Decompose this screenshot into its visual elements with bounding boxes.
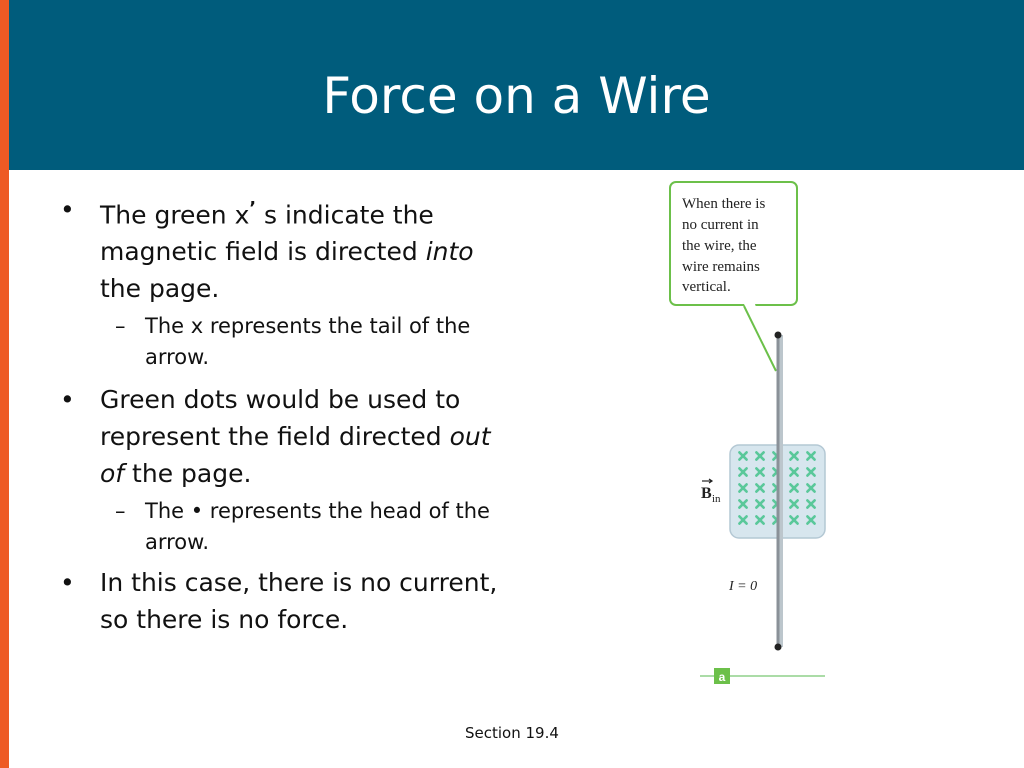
bullet-2-emphasis: out of — [100, 422, 491, 489]
callout-line: wire remains — [682, 259, 760, 275]
bullet-marker: • — [60, 568, 75, 598]
wire-diagram: When there is no current in the wire, th… — [669, 181, 826, 684]
field-x-mark — [789, 483, 799, 493]
field-x-mark — [789, 467, 799, 477]
callout-line: vertical. — [682, 279, 731, 295]
callout-line: When there is — [682, 196, 765, 212]
field-x-mark — [789, 515, 799, 525]
callout-text: When there is no current in the wire, th… — [682, 196, 769, 295]
current-label: I = 0 — [728, 579, 757, 594]
bullet-1-text-c: the page. — [100, 274, 220, 304]
vector-arrow-head — [708, 478, 714, 484]
sub-bullet-1: – The x represents the tail of the arrow… — [60, 311, 510, 373]
field-x-mark — [738, 499, 748, 509]
section-footer: Section 19.4 — [465, 724, 559, 742]
wire-bottom-end — [774, 643, 782, 651]
field-x-mark — [738, 515, 748, 525]
field-x-mark — [806, 515, 816, 525]
field-x-mark — [755, 451, 765, 461]
field-label: B — [701, 485, 712, 502]
bullet-marker: • — [60, 385, 75, 415]
field-x-mark — [789, 451, 799, 461]
bullet-2-text-b: the page. — [124, 459, 252, 489]
panel-tag-box — [714, 668, 730, 684]
bullet-3: • In this case, there is no current, so … — [60, 564, 510, 638]
callout-line: the wire, the — [682, 238, 757, 254]
field-x-mark — [755, 515, 765, 525]
bullet-1-apostrophe: ’ — [249, 199, 257, 219]
bullet-marker: • — [60, 195, 75, 224]
accent-stripe — [0, 0, 9, 768]
field-x-mark — [806, 499, 816, 509]
wire-top-end — [774, 331, 782, 339]
field-x-mark — [806, 451, 816, 461]
bullet-3-text: In this case, there is no current, so th… — [100, 568, 498, 635]
field-x-mark — [789, 499, 799, 509]
slide-title: Force on a Wire — [322, 67, 711, 125]
field-x-mark — [806, 467, 816, 477]
field-x-mark — [806, 483, 816, 493]
bullet-2: • Green dots would be used to represent … — [60, 381, 510, 492]
bullet-1-text-a: The green x — [100, 200, 250, 230]
field-x-mark — [738, 467, 748, 477]
sub-bullet-1-text: The x represents the tail of the arrow. — [145, 314, 471, 370]
dash-marker: – — [115, 314, 126, 339]
callout-pointer — [743, 305, 777, 372]
bullet-list: • The green x’ s indicate the magnetic f… — [60, 183, 510, 638]
sub-bullet-2: – The • represents the head of the arrow… — [60, 496, 510, 558]
title-bar: Force on a Wire — [9, 0, 1024, 170]
bullet-2-text-a: Green dots would be used to represent th… — [100, 385, 461, 452]
field-subscript: in — [712, 493, 721, 505]
callout-line: no current in — [682, 217, 759, 233]
field-x-marks — [738, 451, 816, 525]
bullet-1-emphasis: into — [425, 237, 474, 267]
field-x-mark — [738, 451, 748, 461]
field-x-mark — [755, 499, 765, 509]
callout-box — [669, 181, 798, 306]
sub-bullet-2-text: The • represents the head of the arrow. — [145, 499, 490, 555]
field-x-mark — [755, 483, 765, 493]
field-x-mark — [755, 467, 765, 477]
panel-tag: a — [719, 670, 726, 684]
bullet-1: • The green x’ s indicate the magnetic f… — [60, 191, 510, 307]
bullet-1-text-b: s indicate the magnetic field is directe… — [100, 200, 434, 267]
wire-figure: When there is no current in the wire, th… — [660, 175, 840, 695]
field-x-mark — [738, 483, 748, 493]
dash-marker: – — [115, 499, 126, 524]
